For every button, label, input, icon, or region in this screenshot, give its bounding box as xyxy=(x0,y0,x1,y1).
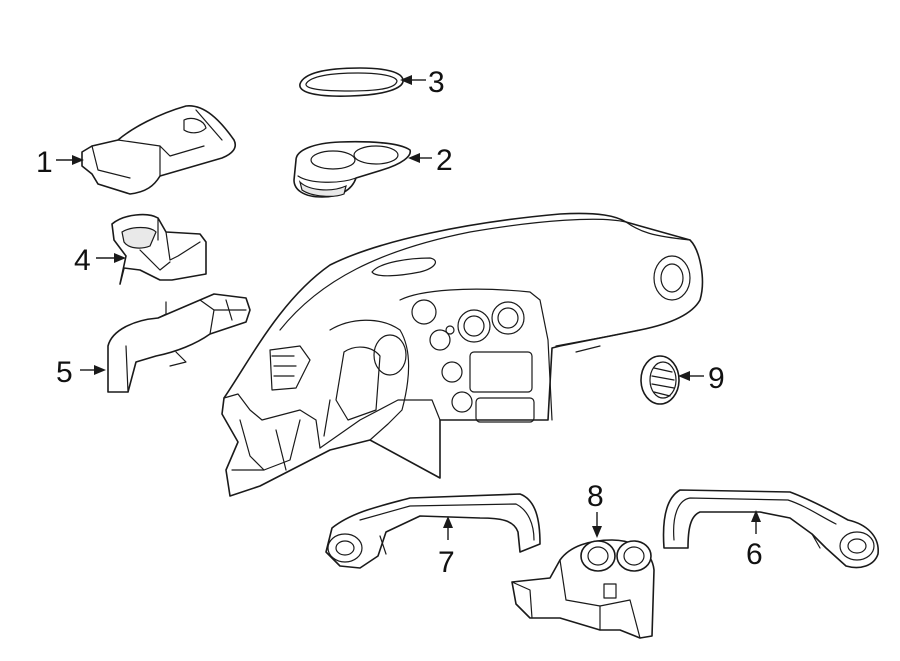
callout-8: 8 xyxy=(587,480,604,513)
part-7-left-vent-duct xyxy=(325,493,541,569)
callout-2: 2 xyxy=(436,144,453,177)
part-6-right-vent-duct xyxy=(662,489,879,569)
part-9-round-vent xyxy=(640,355,680,405)
part-8-center-dual-vent xyxy=(511,539,655,639)
part-2-cup-holder xyxy=(293,140,411,198)
part-3-cup-holder-mat xyxy=(299,67,404,97)
part-1-console-duct xyxy=(81,105,237,195)
callout-numbers: 1 2 3 4 5 6 7 8 9 xyxy=(36,66,763,579)
part-4-center-vent-duct xyxy=(111,213,207,285)
leader-lines xyxy=(56,75,761,540)
callout-5: 5 xyxy=(56,356,73,389)
part-5-lower-duct xyxy=(107,293,251,393)
callout-3: 3 xyxy=(428,66,445,99)
callout-9: 9 xyxy=(708,362,725,395)
callout-1: 1 xyxy=(36,146,53,179)
callout-7: 7 xyxy=(438,546,455,579)
callout-4: 4 xyxy=(74,244,91,277)
callout-6: 6 xyxy=(746,538,763,571)
instrument-panel xyxy=(221,212,704,497)
